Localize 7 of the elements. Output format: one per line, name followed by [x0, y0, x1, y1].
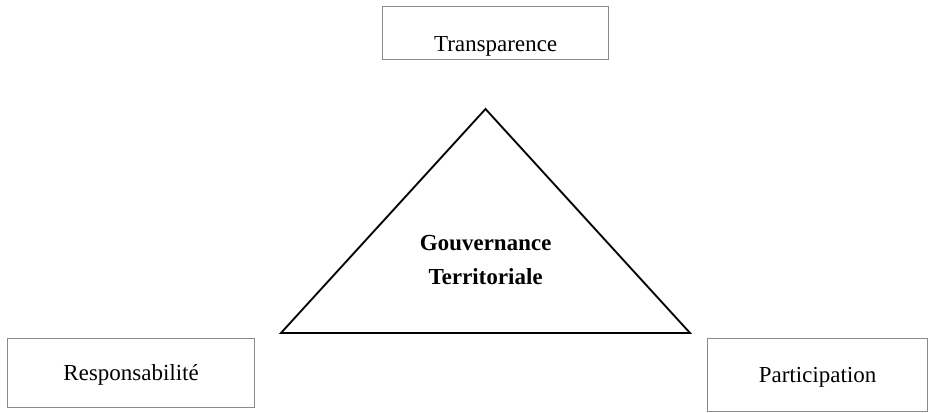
node-label: Gouvernance Territoriale	[420, 230, 552, 289]
node-label: Participation	[758, 362, 876, 388]
text-box	[7, 338, 255, 408]
node-label: Transparence	[434, 31, 558, 57]
text-box	[707, 338, 928, 412]
text-box	[382, 6, 609, 60]
node-label: Responsabilité	[63, 360, 199, 386]
